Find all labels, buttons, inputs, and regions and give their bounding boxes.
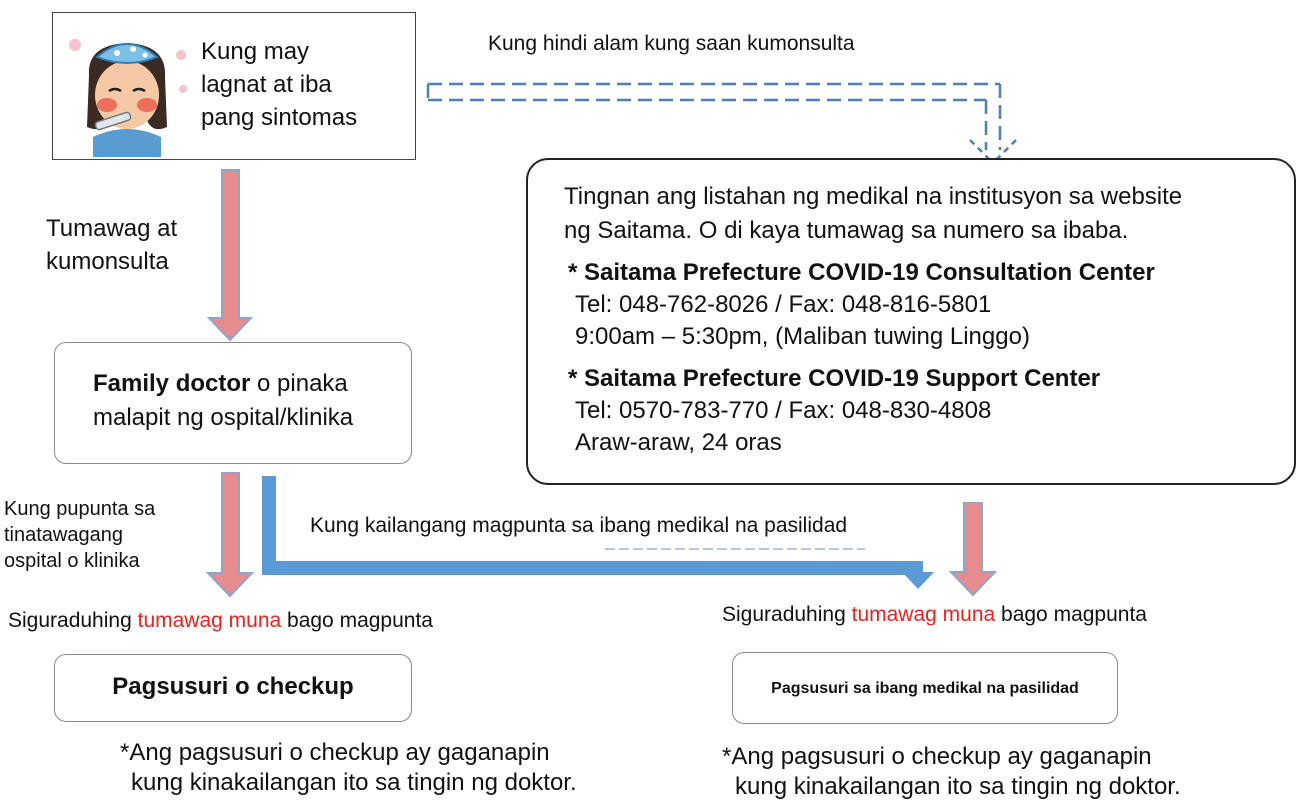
symptom-box: Kung may lagnat at iba pang sintomas bbox=[52, 12, 416, 160]
consultation-center-tel: Tel: 048-762-8026 / Fax: 048-816-5801 bbox=[575, 291, 992, 318]
note-right-line-1: *Ang pagsusuri o checkup ay gaganapin bbox=[722, 743, 1152, 770]
checkup-label: Pagsusuri o checkup bbox=[112, 673, 354, 700]
support-center-title: * Saitama Prefecture COVID-19 Support Ce… bbox=[568, 365, 1101, 392]
family-doctor-line-2: malapit ng ospital/klinika bbox=[93, 404, 354, 431]
info-line-1: Tingnan ang listahan ng medikal na insti… bbox=[564, 183, 1183, 210]
info-box: Tingnan ang listahan ng medikal na insti… bbox=[526, 158, 1296, 485]
other-facility-label: Kung kailangang magpunta sa ibang medika… bbox=[310, 514, 848, 537]
sick-person-icon bbox=[69, 39, 187, 157]
reminder-left-highlight: tumawag muna bbox=[137, 609, 282, 632]
family-doctor-rest: o pinaka bbox=[250, 370, 348, 397]
support-center-hours: Araw-araw, 24 oras bbox=[575, 429, 782, 456]
left-branch-line-3: ospital o klinika bbox=[4, 550, 140, 572]
reminder-left-before: Siguraduhing bbox=[8, 609, 138, 632]
consultation-center-title: * Saitama Prefecture COVID-19 Consultati… bbox=[568, 259, 1155, 286]
other-checkup-label: Pagsusuri sa ibang medikal na pasilidad bbox=[771, 680, 1079, 697]
reminder-right-after: bago magpunta bbox=[995, 603, 1147, 626]
arrow-info-to-facility bbox=[948, 502, 998, 597]
family-doctor-line-1: Family doctor o pinaka bbox=[93, 369, 348, 399]
note-right-line-2: kung kinakailangan ito sa tingin ng dokt… bbox=[735, 773, 1181, 800]
family-doctor-bold: Family doctor bbox=[93, 370, 251, 397]
info-line-2: ng Saitama. O di kaya tumawag sa numero … bbox=[564, 217, 1129, 244]
call-consult-line-1: Tumawag at bbox=[46, 215, 178, 242]
arrow-symptom-to-doctor bbox=[206, 169, 254, 342]
symptom-line-2: lagnat at iba bbox=[201, 71, 332, 98]
other-checkup-box: Pagsusuri sa ibang medikal na pasilidad bbox=[732, 652, 1118, 724]
left-branch-line-1: Kung pupunta sa bbox=[4, 498, 156, 520]
arrow-doctor-to-checkup bbox=[205, 472, 255, 598]
left-branch-line-2: tinatawagang bbox=[4, 524, 123, 546]
reminder-right-highlight: tumawag muna bbox=[851, 603, 996, 626]
family-doctor-box: Family doctor o pinaka malapit ng ospita… bbox=[54, 342, 412, 464]
symptom-line-1: Kung may bbox=[201, 38, 310, 65]
dashed-path-label: Kung hindi alam kung saan kumonsulta bbox=[488, 32, 855, 55]
checkup-box: Pagsusuri o checkup bbox=[54, 654, 412, 722]
dashed-arrow bbox=[426, 82, 1017, 164]
note-left-line-1: *Ang pagsusuri o checkup ay gaganapin bbox=[120, 739, 550, 766]
support-center-tel: Tel: 0570-783-770 / Fax: 048-830-4808 bbox=[575, 397, 992, 424]
consultation-center-hours: 9:00am – 5:30pm, (Maliban tuwing Linggo) bbox=[575, 323, 1030, 350]
blue-route-arrow bbox=[262, 476, 934, 589]
note-left-line-2: kung kinakailangan ito sa tingin ng dokt… bbox=[131, 769, 577, 796]
reminder-right-before: Siguraduhing bbox=[722, 603, 852, 626]
reminder-right: Siguraduhing tumawag muna bago magpunta bbox=[722, 601, 1147, 628]
reminder-left-after: bago magpunta bbox=[281, 609, 433, 632]
symptom-line-3: pang sintomas bbox=[201, 104, 358, 131]
reminder-left: Siguraduhing tumawag muna bago magpunta bbox=[8, 607, 433, 634]
call-consult-line-2: kumonsulta bbox=[46, 248, 169, 275]
